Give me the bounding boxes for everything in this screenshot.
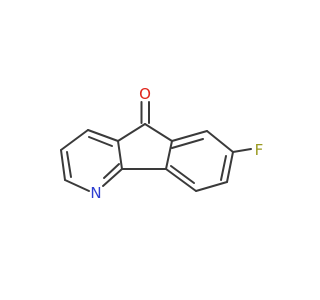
molecule-canvas: O N F xyxy=(60,85,264,202)
oxygen-atom-label: O xyxy=(139,85,151,103)
pyridine-ring xyxy=(60,129,123,192)
five-membered-ring xyxy=(117,123,173,170)
nitrogen-atom-label: N xyxy=(90,184,101,202)
fluorine-bond xyxy=(232,148,252,153)
carbonyl-bond xyxy=(140,101,150,124)
fluorine-atom-label: F xyxy=(255,141,264,159)
molecule-structure: O N F xyxy=(60,85,264,202)
benzene-ring xyxy=(165,130,234,192)
